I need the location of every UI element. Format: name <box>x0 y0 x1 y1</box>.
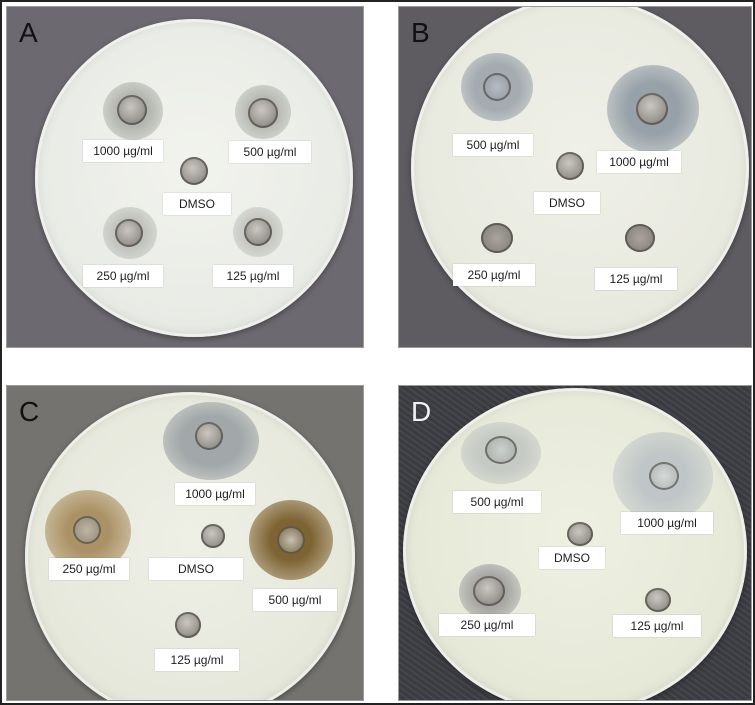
well-250 <box>73 516 101 544</box>
label-250: 250 µg/ml <box>453 264 535 286</box>
label-1000: 1000 µg/ml <box>175 483 255 505</box>
well-dmso <box>567 522 593 546</box>
label-1000: 1000 µg/ml <box>597 151 681 173</box>
label-125: 125 µg/ml <box>595 268 677 290</box>
well-500 <box>483 73 511 101</box>
label-dmso: DMSO <box>534 192 600 214</box>
label-dmso: DMSO <box>539 547 605 569</box>
panel-b: B 500 µg/ml 1000 µg/ml DMSO 250 µg/ml 12… <box>398 6 752 348</box>
well-250 <box>473 576 505 606</box>
label-125: 125 µg/ml <box>613 615 701 637</box>
well-1000 <box>649 462 679 490</box>
well-125 <box>625 224 655 252</box>
label-1000: 1000 µg/ml <box>621 512 713 534</box>
label-250: 250 µg/ml <box>439 614 535 636</box>
well-500 <box>248 98 278 128</box>
well-dmso <box>556 152 584 180</box>
panel-letter-c: C <box>19 396 40 427</box>
panel-letter-b: B <box>411 17 430 48</box>
well-1000 <box>195 422 223 450</box>
well-500 <box>277 526 305 554</box>
panel-d: D 500 µg/ml 1000 µg/ml DMSO 250 µg/ml 12… <box>398 385 752 701</box>
label-500: 500 µg/ml <box>453 134 533 156</box>
label-500: 500 µg/ml <box>229 141 311 163</box>
well-125 <box>645 588 671 612</box>
well-250 <box>115 219 143 247</box>
well-125 <box>244 218 272 246</box>
label-125: 125 µg/ml <box>213 265 293 287</box>
well-250 <box>481 223 513 253</box>
label-250: 250 µg/ml <box>83 265 163 287</box>
label-500: 500 µg/ml <box>253 589 337 611</box>
panel-letter-d: D <box>411 396 432 427</box>
panel-c: C 1000 µg/ml 250 µg/ml DMSO 500 µg/ml 12… <box>6 385 364 701</box>
well-500 <box>485 436 517 464</box>
petri-dish <box>35 19 353 337</box>
petri-dish <box>403 388 747 700</box>
label-dmso: DMSO <box>163 193 231 215</box>
label-125: 125 µg/ml <box>155 649 239 671</box>
label-500: 500 µg/ml <box>453 491 541 513</box>
petri-dish <box>411 7 749 339</box>
well-1000 <box>117 95 147 125</box>
well-dmso <box>201 524 225 548</box>
panel-letter-a: A <box>19 17 38 48</box>
well-125 <box>175 612 201 638</box>
label-250: 250 µg/ml <box>49 558 129 580</box>
panel-a: A 1000 µg/ml 500 µg/ml DMSO 250 µg/ml 12… <box>6 6 364 348</box>
label-dmso: DMSO <box>149 558 243 580</box>
well-1000 <box>636 93 668 125</box>
label-1000: 1000 µg/ml <box>83 140 163 162</box>
well-dmso <box>180 157 208 185</box>
